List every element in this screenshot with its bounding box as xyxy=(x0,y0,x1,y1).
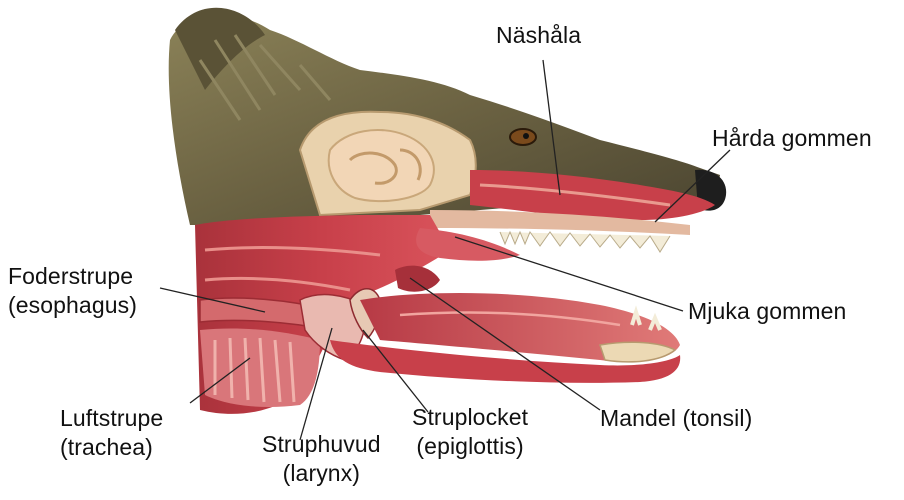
upper-teeth xyxy=(500,232,670,252)
tonsil xyxy=(395,266,440,292)
label-mandel: Mandel (tonsil) xyxy=(600,404,752,433)
label-struplocket: Struplocket (epiglottis) xyxy=(412,403,528,461)
label-foderstrupe: Foderstrupe (esophagus) xyxy=(8,262,137,320)
label-nashala: Näshåla xyxy=(496,21,581,50)
label-harda-gommen: Hårda gommen xyxy=(712,124,872,153)
label-mjuka-gommen: Mjuka gommen xyxy=(688,297,846,326)
label-struphuvud: Struphuvud (larynx) xyxy=(262,430,381,488)
lower-bone xyxy=(600,342,675,362)
eye-icon xyxy=(510,129,536,145)
label-luftstrupe: Luftstrupe (trachea) xyxy=(60,404,163,462)
